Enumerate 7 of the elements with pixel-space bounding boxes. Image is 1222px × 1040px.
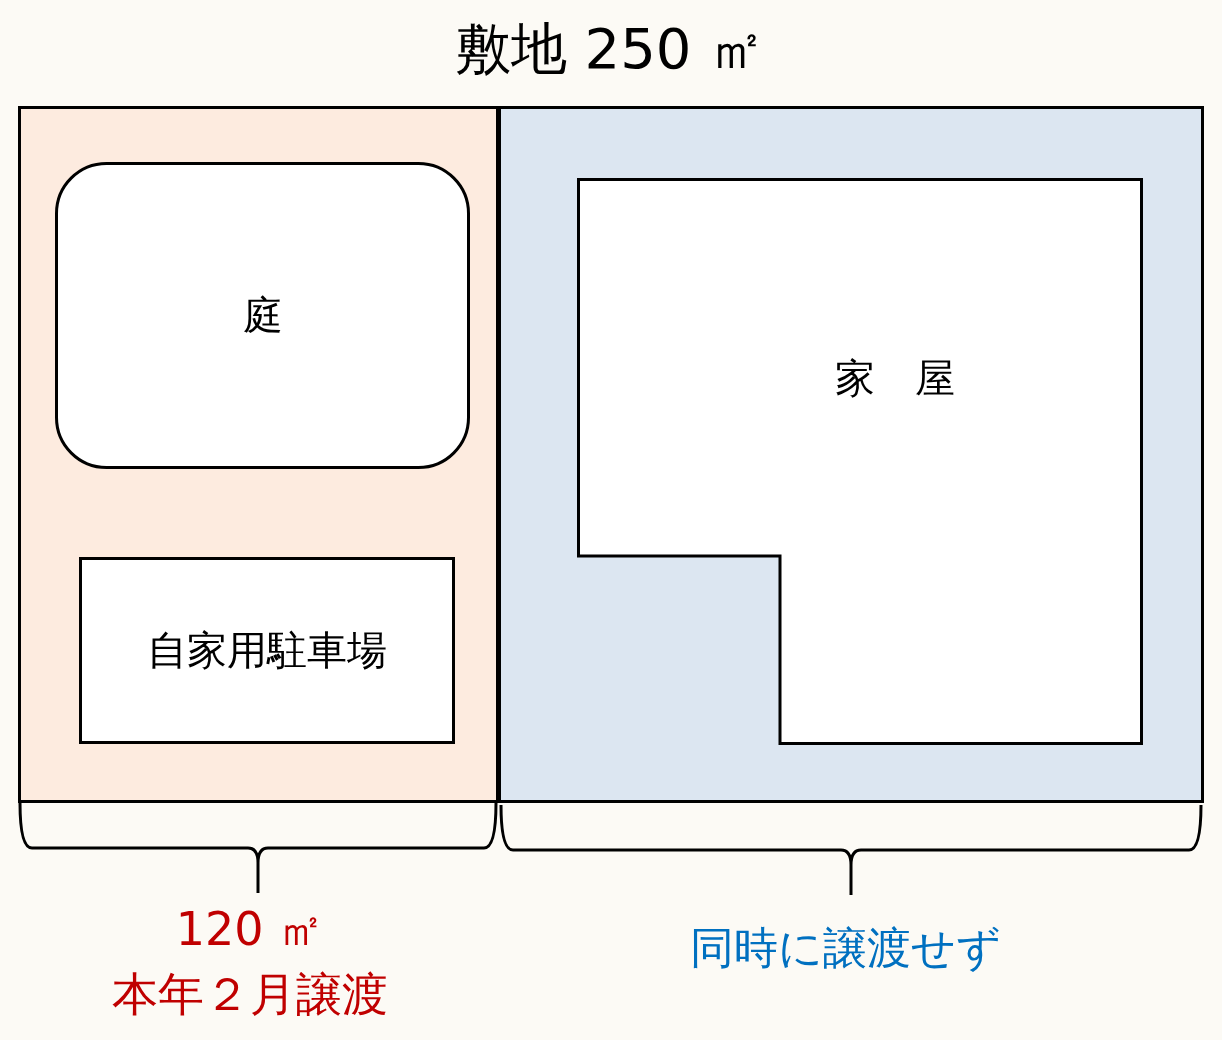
area-label: 自家用駐車場: [147, 625, 387, 675]
title: 敷地 250 ㎡: [454, 15, 766, 83]
area-note: 同時に譲渡せず: [689, 920, 1001, 975]
area-label: 庭: [243, 290, 283, 340]
area-note: 120 ㎡: [175, 901, 325, 958]
area-label: 家 屋: [835, 353, 955, 403]
area-note: 本年２月譲渡: [112, 966, 388, 1023]
